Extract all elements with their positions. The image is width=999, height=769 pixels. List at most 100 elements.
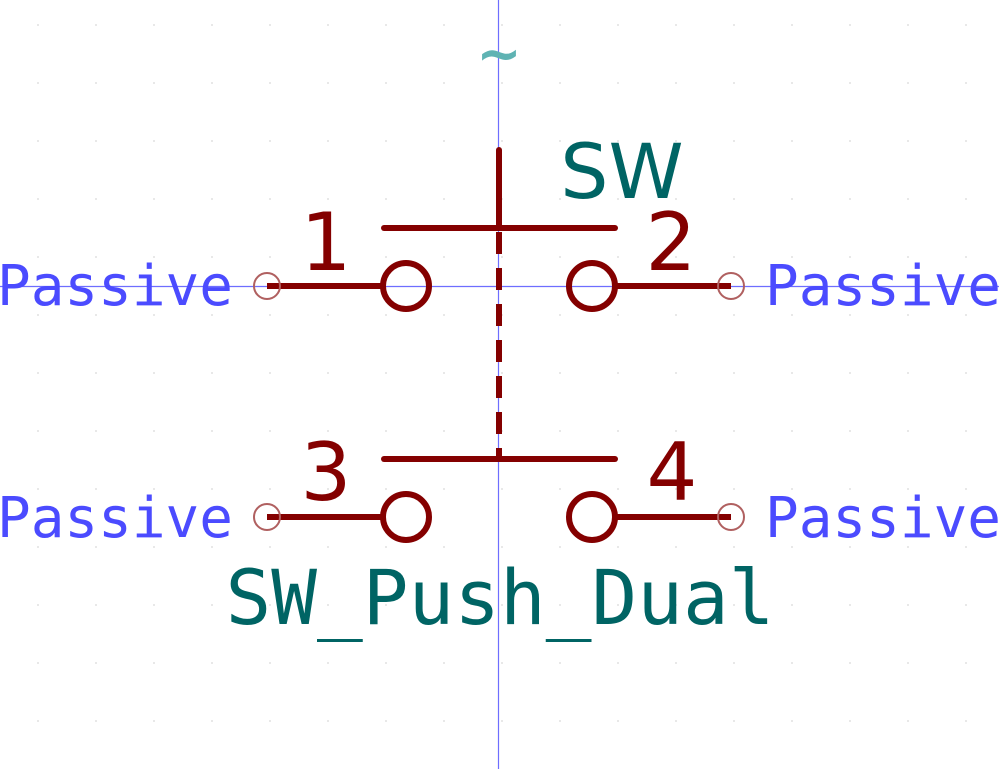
grid-dot	[153, 430, 155, 432]
grid-dot	[443, 24, 445, 26]
grid-dot	[617, 662, 619, 664]
pin-3-type: Passive	[0, 486, 233, 551]
grid-dot	[849, 430, 851, 432]
grid-dot	[385, 82, 387, 84]
grid-dot	[327, 24, 329, 26]
grid-dot	[849, 82, 851, 84]
grid-dot	[153, 372, 155, 374]
grid-dot	[907, 546, 909, 548]
grid-dot	[269, 198, 271, 200]
grid-dot	[617, 372, 619, 374]
grid-dot	[907, 604, 909, 606]
grid-dot	[443, 488, 445, 490]
grid-dot	[153, 256, 155, 258]
grid-dot	[675, 314, 677, 316]
grid-dot	[327, 604, 329, 606]
grid-dot	[965, 198, 967, 200]
grid-dot	[675, 488, 677, 490]
grid-dot	[559, 140, 561, 142]
grid-dot	[733, 546, 735, 548]
grid-dot	[269, 662, 271, 664]
grid-dot	[95, 256, 97, 258]
grid-dot	[37, 140, 39, 142]
grid-dots	[37, 24, 967, 722]
grid-dot	[385, 430, 387, 432]
pin-4-end-marker	[717, 503, 745, 531]
grid-dot	[443, 604, 445, 606]
grid-dot	[791, 662, 793, 664]
grid-dot	[501, 720, 503, 722]
grid-dot	[501, 372, 503, 374]
reference-designator[interactable]: SW	[560, 127, 683, 216]
pin-3[interactable]: 3 Passive	[0, 426, 383, 551]
grid-dot	[675, 198, 677, 200]
grid-dot	[443, 430, 445, 432]
grid-dot	[211, 662, 213, 664]
grid-dot	[849, 720, 851, 722]
pin-3-end-marker	[253, 503, 281, 531]
grid-dot	[443, 140, 445, 142]
grid-dot	[849, 488, 851, 490]
grid-dot	[211, 256, 213, 258]
grid-dot	[443, 372, 445, 374]
grid-dot	[617, 24, 619, 26]
grid-dot	[965, 430, 967, 432]
grid-dot	[211, 720, 213, 722]
grid-dot	[443, 198, 445, 200]
component-value[interactable]: SW_Push_Dual	[225, 553, 774, 642]
grid-dot	[95, 314, 97, 316]
grid-dot	[617, 720, 619, 722]
pin-4-type: Passive	[765, 486, 999, 551]
grid-dot	[37, 662, 39, 664]
grid-dot	[791, 372, 793, 374]
grid-dot	[965, 546, 967, 548]
grid-dot	[965, 604, 967, 606]
grid-dot	[733, 372, 735, 374]
grid-dot	[965, 662, 967, 664]
grid-dot	[153, 140, 155, 142]
grid-dot	[269, 256, 271, 258]
grid-dot	[791, 488, 793, 490]
grid-dot	[675, 546, 677, 548]
grid-dot	[501, 662, 503, 664]
grid-dot	[443, 720, 445, 722]
grid-dot	[95, 662, 97, 664]
grid-dot	[37, 720, 39, 722]
grid-dot	[907, 662, 909, 664]
grid-dot	[95, 140, 97, 142]
grid-dot	[675, 720, 677, 722]
pin-4[interactable]: 4 Passive	[615, 426, 999, 551]
grid-dot	[153, 720, 155, 722]
grid-dot	[791, 140, 793, 142]
grid-dot	[211, 198, 213, 200]
grid-dot	[269, 372, 271, 374]
pin-2[interactable]: 2 Passive	[615, 196, 999, 319]
grid-dot	[559, 24, 561, 26]
grid-dot	[269, 488, 271, 490]
grid-dot	[211, 140, 213, 142]
grid-dot	[849, 662, 851, 664]
grid-dot	[965, 82, 967, 84]
grid-dot	[791, 24, 793, 26]
grid-dot	[675, 372, 677, 374]
grid-dot	[849, 314, 851, 316]
grid-dot	[443, 662, 445, 664]
grid-dot	[791, 256, 793, 258]
grid-dot	[385, 720, 387, 722]
grid-dot	[37, 430, 39, 432]
grid-dot	[327, 256, 329, 258]
pin-2-end-marker	[717, 272, 745, 300]
grid-dot	[327, 488, 329, 490]
grid-dot	[907, 488, 909, 490]
grid-dot	[385, 198, 387, 200]
grid-dot	[733, 140, 735, 142]
grid-dot	[617, 314, 619, 316]
grid-dot	[907, 314, 909, 316]
grid-dot	[153, 82, 155, 84]
grid-dot	[559, 198, 561, 200]
grid-dot	[385, 546, 387, 548]
grid-dot	[327, 430, 329, 432]
pin-1[interactable]: 1 Passive	[0, 196, 383, 319]
grid-dot	[791, 720, 793, 722]
